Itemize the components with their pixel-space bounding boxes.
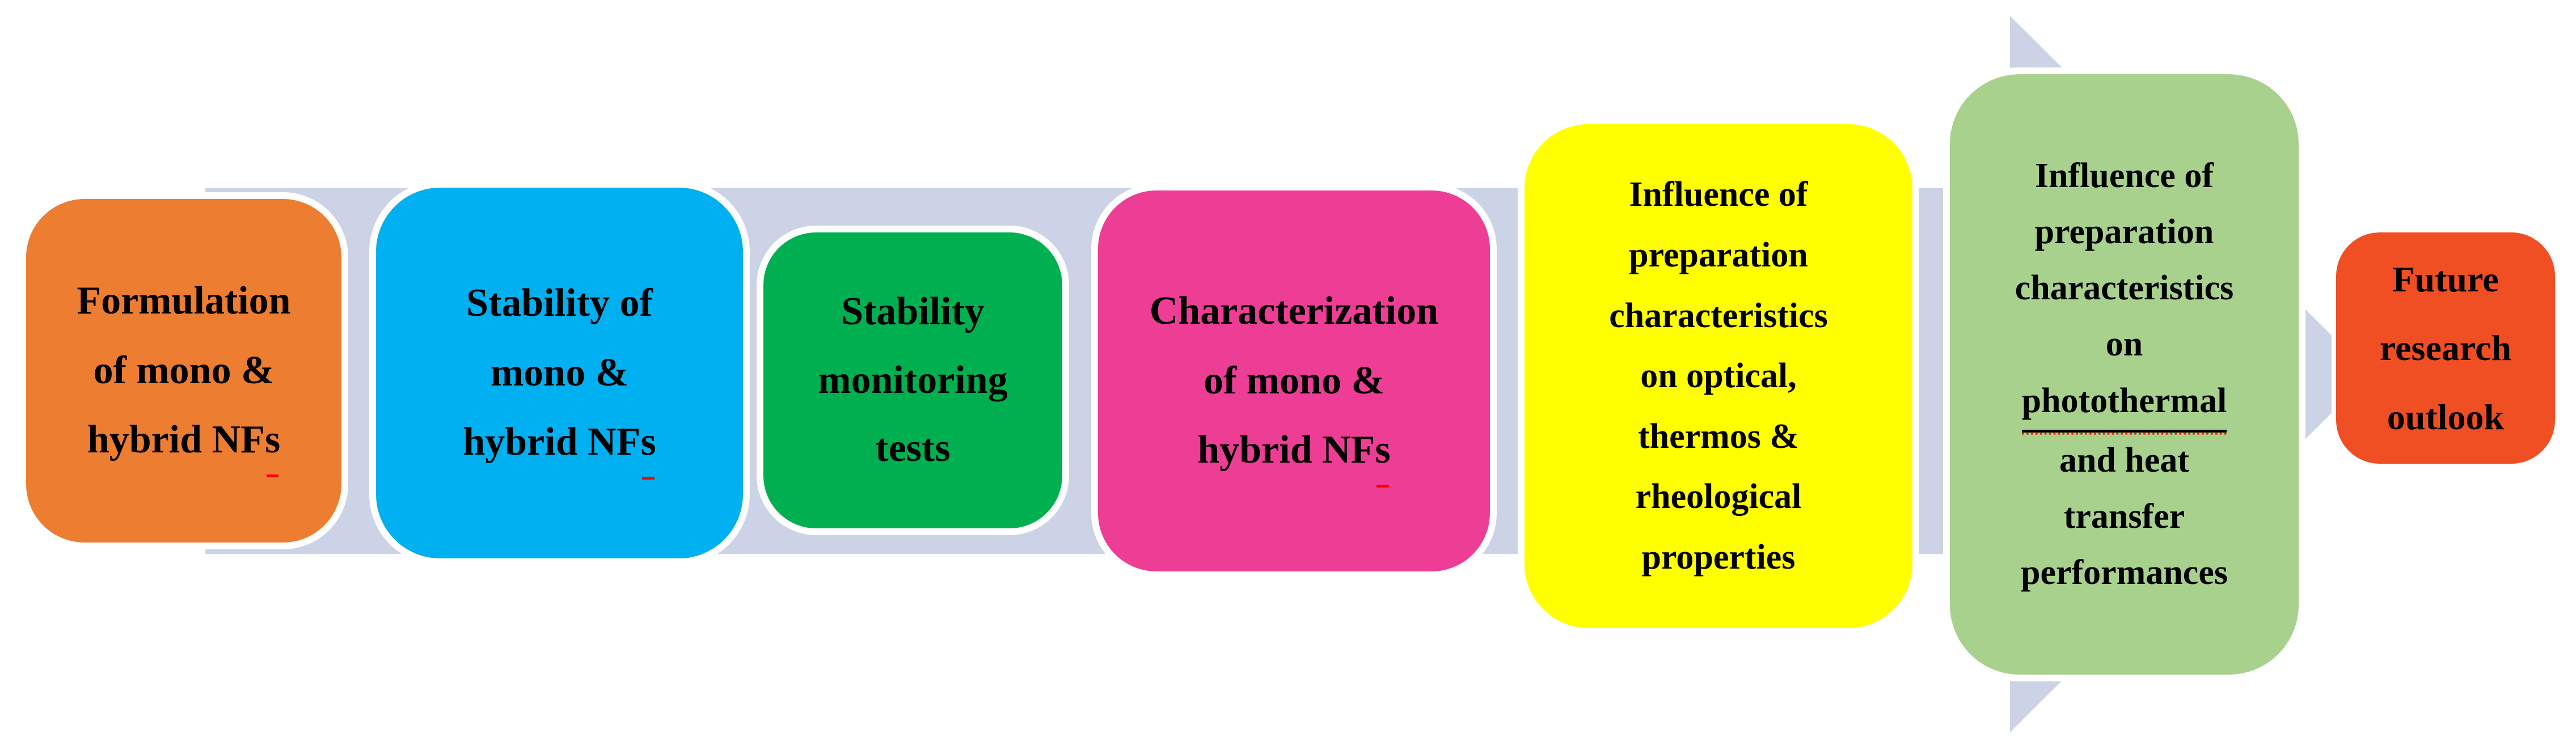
stage-box-monitoring-tests: Stabilitymonitoringtests xyxy=(757,226,1069,535)
stage-box-stability-label: Stability ofmono &hybrid NFs xyxy=(376,269,743,480)
stage-box-stability: Stability ofmono &hybrid NFs xyxy=(369,181,750,565)
stage-box-formulation: Formulationof mono &hybrid NFs xyxy=(19,192,348,549)
stage-box-characterization: Characterizationof mono &hybrid NFs xyxy=(1091,184,1497,578)
stage-box-future-outlook-label: Futureresearchoutlook xyxy=(2379,259,2512,437)
stage-box-photothermal-heat-transfer: Influence ofpreparationcharacteristicson… xyxy=(1943,67,2305,681)
stage-box-characterization-label: Characterizationof mono &hybrid NFs xyxy=(1098,277,1490,488)
stage-box-photothermal-heat-transfer-label: Influence ofpreparationcharacteristicson… xyxy=(2015,156,2234,592)
stage-box-future-outlook: Futureresearchoutlook xyxy=(2332,228,2560,468)
stage-box-optical-thermo-rheological: Influence ofpreparationcharacteristicson… xyxy=(1518,117,1919,635)
stage-box-formulation-label: Formulationof mono &hybrid NFs xyxy=(26,266,341,477)
stage-box-monitoring-tests-label: Stabilitymonitoringtests xyxy=(818,290,1008,471)
stage-box-optical-thermo-rheological-label: Influence ofpreparationcharacteristicson… xyxy=(1609,175,1828,577)
